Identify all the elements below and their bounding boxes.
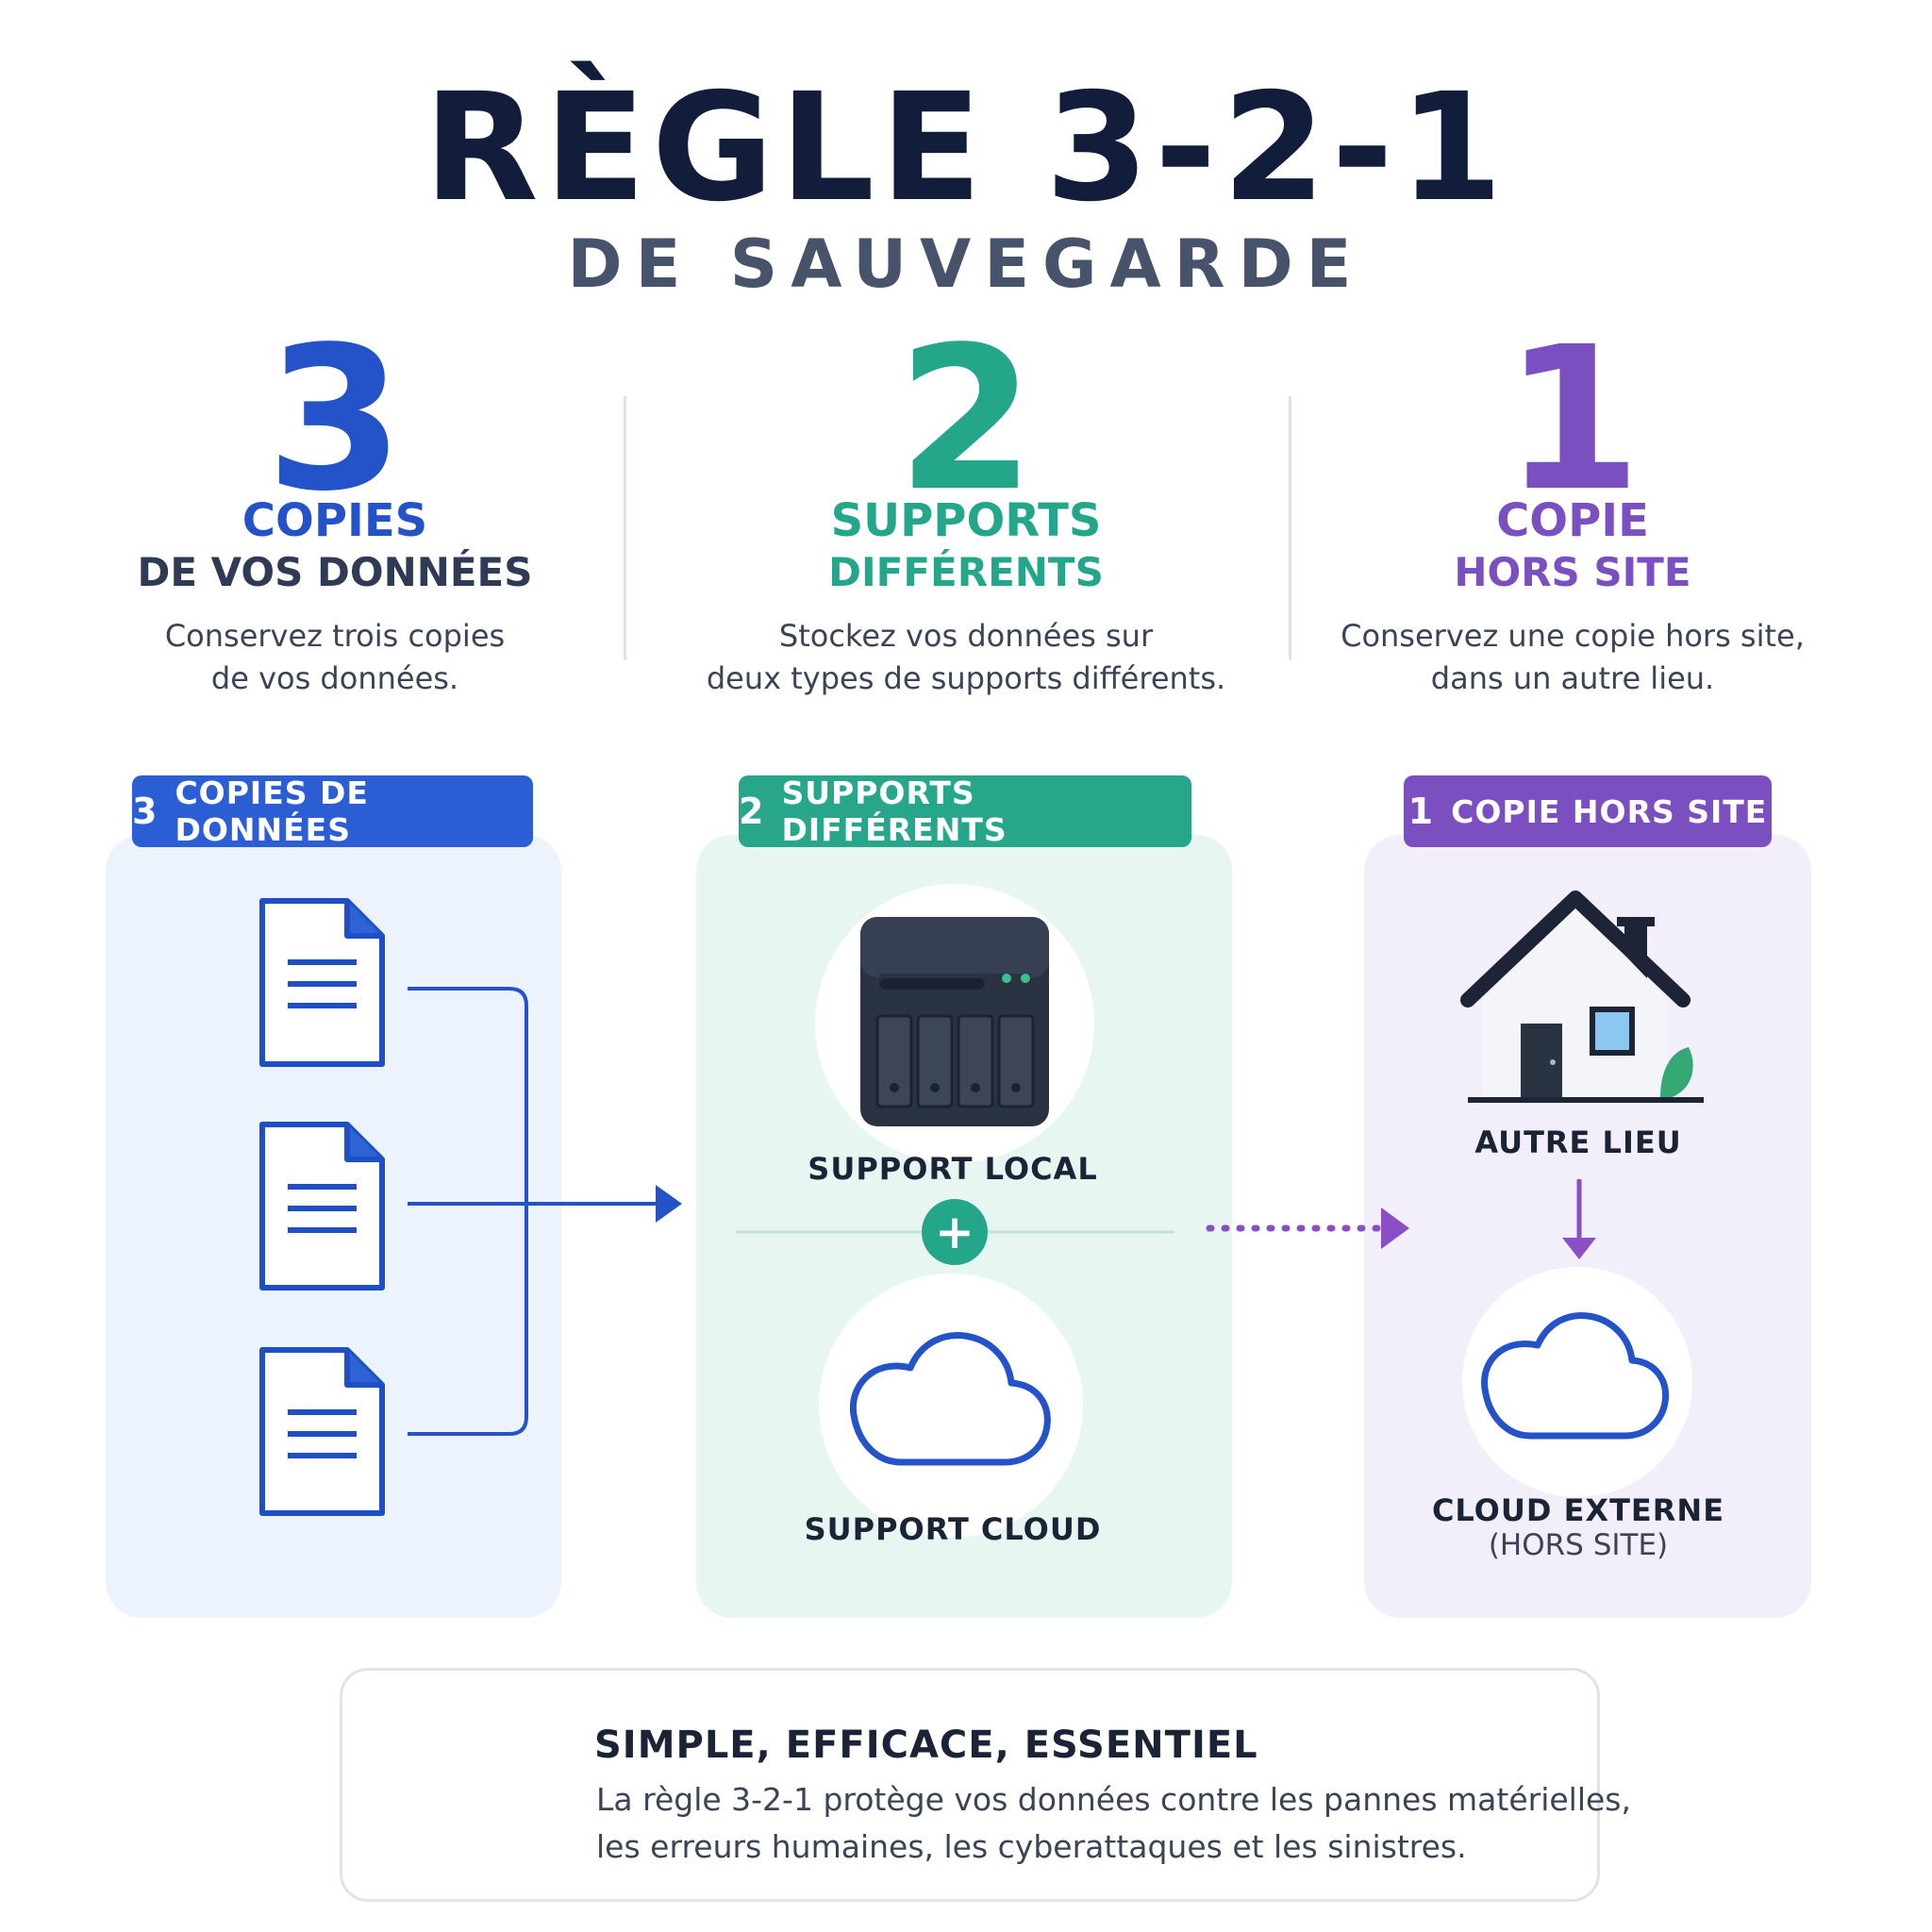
description-line: Stockez vos données sur — [778, 617, 1154, 654]
column-copies: 3 COPIES DE VOS DONNÉES Conservez trois … — [24, 321, 646, 700]
page-title: RÈGLE 3-2-1 — [424, 61, 1508, 235]
tag-number: 3 — [132, 791, 158, 832]
number-one: 1 — [1503, 304, 1642, 535]
cloud-icon — [1481, 1312, 1669, 1440]
document-icon — [259, 1347, 385, 1516]
connector-lines — [408, 987, 660, 1436]
column-divider — [1289, 396, 1291, 660]
autre-lieu-label: AUTRE LIEU — [1474, 1124, 1682, 1160]
tag-number: 2 — [739, 791, 765, 832]
tag-offsite: 1 COPIE HORS SITE — [1404, 775, 1772, 847]
description-line: Conservez une copie hors site, — [1341, 617, 1805, 654]
page-subtitle: DE SAUVEGARDE — [567, 225, 1365, 303]
column-heading: COPIES — [242, 494, 428, 547]
column-description: Conservez une copie hors site, dans un a… — [1261, 615, 1884, 700]
column-heading: SUPPORTS — [830, 494, 1102, 547]
arrow-down-head — [1562, 1238, 1596, 1259]
document-icon — [259, 898, 385, 1067]
tag-copies: 3 COPIES DE DONNÉES — [132, 774, 533, 848]
column-divider — [624, 396, 626, 660]
column-offsite: 1 COPIE HORS SITE Conservez une copie ho… — [1261, 321, 1884, 700]
tag-label: COPIE HORS SITE — [1451, 792, 1768, 830]
support-cloud-label: SUPPORT CLOUD — [804, 1511, 1102, 1547]
description-line: de vos données. — [210, 659, 459, 696]
summary-line: La règle 3-2-1 protège vos données contr… — [596, 1781, 1631, 1818]
number-two: 2 — [896, 304, 1036, 535]
summary-line: les erreurs humaines, les cyberattaques … — [596, 1827, 1467, 1865]
dotted-arrow-head — [1381, 1208, 1409, 1249]
column-description: Conservez trois copies de vos données. — [24, 615, 646, 700]
number-three: 3 — [265, 304, 405, 535]
column-supports: 2 SUPPORTS DIFFÉRENTS Stockez vos donnée… — [655, 321, 1277, 700]
tag-label: SUPPORTS DIFFÉRENTS — [781, 774, 1008, 848]
house-icon — [1460, 891, 1704, 1103]
plus-icon — [922, 1199, 988, 1265]
plus-symbol: + — [935, 1205, 974, 1259]
summary-card — [340, 1668, 1600, 1902]
cloud-icon — [849, 1332, 1051, 1466]
description-line: Conservez trois copies — [164, 617, 506, 654]
column-heading: COPIE — [1496, 494, 1649, 547]
tag-supports: 2 SUPPORTS DIFFÉRENTS — [739, 774, 1191, 848]
arrow-right-icon — [656, 1185, 682, 1223]
column-description: Stockez vos données sur deux types de su… — [655, 615, 1277, 700]
description-line: deux types de supports différents. — [706, 659, 1226, 696]
document-icon — [259, 1122, 385, 1291]
cloud-externe-label: CLOUD EXTERNE — [1431, 1492, 1725, 1528]
description-line: dans un autre lieu. — [1430, 659, 1715, 696]
nas-server-icon — [860, 917, 1049, 1126]
support-local-label: SUPPORT LOCAL — [808, 1151, 1098, 1187]
column-subheading: HORS SITE — [1454, 548, 1691, 595]
tag-number: 1 — [1407, 791, 1435, 832]
summary-title: SIMPLE, EFFICACE, ESSENTIEL — [594, 1724, 1258, 1767]
summary-text: La règle 3-2-1 protège vos données contr… — [596, 1776, 1631, 1870]
hors-site-sublabel: (HORS SITE) — [1488, 1528, 1669, 1562]
tag-label: COPIES DE DONNÉES — [175, 774, 369, 848]
column-subheading: DE VOS DONNÉES — [137, 548, 533, 595]
column-subheading: DIFFÉRENTS — [828, 548, 1104, 595]
